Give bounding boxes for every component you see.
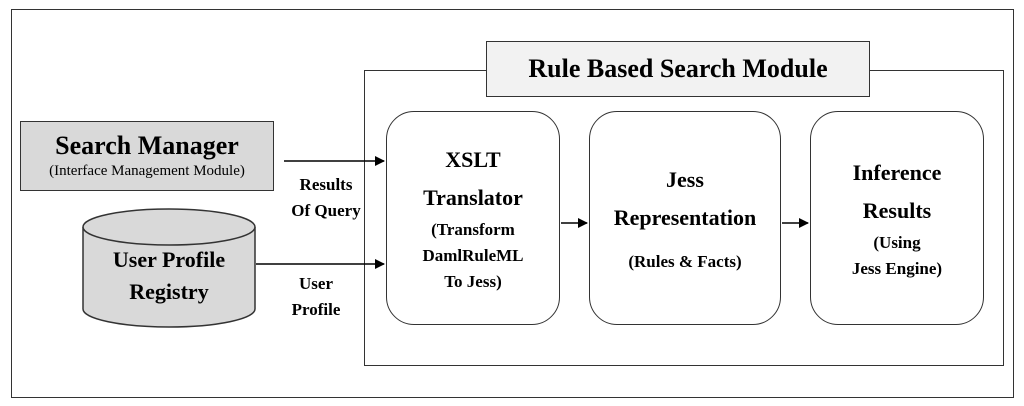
user-profile-label-line-1: User: [299, 274, 333, 293]
module-title-text: Rule Based Search Module: [528, 54, 828, 83]
jess-title-line-1: Jess: [666, 167, 704, 192]
results-label-line-1: Results: [299, 175, 353, 194]
search-manager-title: Search Manager: [55, 131, 239, 160]
xslt-note-line-1: (Transform: [431, 220, 515, 239]
jess-representation-box: Jess Representation (Rules & Facts): [589, 111, 781, 325]
inference-note-line-2: Jess Engine): [851, 259, 943, 278]
user-profile-registry-cylinder: [82, 208, 256, 328]
xslt-title-line-1: XSLT: [445, 147, 501, 172]
registry-line-1: User Profile: [112, 247, 226, 272]
search-manager-box: Search Manager (Interface Management Mod…: [20, 121, 274, 191]
inference-title-line-1: Inference: [852, 160, 942, 185]
user-profile-label: User Profile: [266, 271, 366, 323]
user-profile-registry-label: User Profile Registry: [83, 244, 255, 308]
xslt-note-line-2: DamlRuleML: [422, 246, 524, 265]
search-manager-subtitle: (Interface Management Module): [49, 163, 245, 179]
inference-note-line-1: (Using: [873, 233, 921, 252]
xslt-note-line-3: To Jess): [444, 272, 502, 291]
jess-title-line-2: Representation: [613, 205, 757, 230]
xslt-translator-box: XSLT Translator (Transform DamlRuleML To…: [386, 111, 560, 325]
results-label-line-2: Of Query: [291, 201, 361, 220]
module-title: Rule Based Search Module: [486, 41, 870, 97]
jess-note-line-1: (Rules & Facts): [628, 252, 742, 271]
inference-title-line-2: Results: [862, 198, 932, 223]
inference-results-box: Inference Results (Using Jess Engine): [810, 111, 984, 325]
registry-line-2: Registry: [129, 279, 209, 304]
results-of-query-label: Results Of Query: [276, 172, 376, 224]
outer-frame: [11, 9, 1014, 398]
user-profile-label-line-2: Profile: [291, 300, 341, 319]
xslt-title-line-2: Translator: [423, 185, 523, 210]
